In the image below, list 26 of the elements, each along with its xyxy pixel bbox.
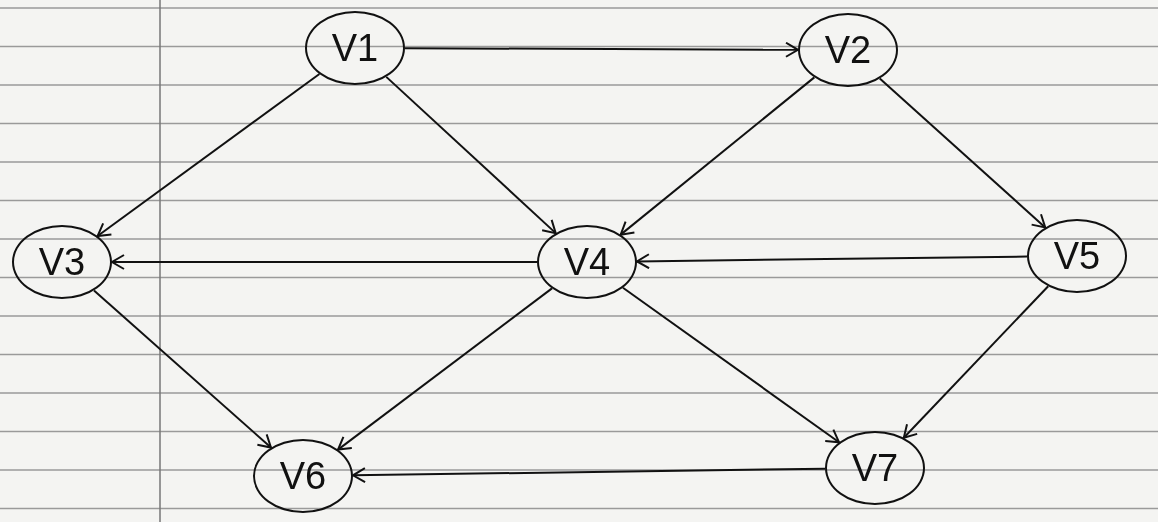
vertex-circle xyxy=(305,11,405,85)
arrow xyxy=(385,75,557,235)
vertex-label: V7 xyxy=(851,449,899,487)
vertex-label: V4 xyxy=(563,243,611,281)
arrow xyxy=(878,77,1047,229)
vertex-label: V2 xyxy=(824,31,872,69)
vertex-circle xyxy=(825,431,925,505)
vertex-label: V5 xyxy=(1053,237,1101,275)
vertex-circle xyxy=(1027,219,1127,293)
arrow xyxy=(111,254,538,270)
arrow xyxy=(96,73,321,237)
arrow xyxy=(93,289,272,449)
arrow xyxy=(404,41,799,58)
vertex-label: V1 xyxy=(331,29,379,67)
vertex-circle xyxy=(253,439,353,513)
vertex-circle xyxy=(12,225,112,299)
arrow xyxy=(619,76,816,236)
arrow xyxy=(636,253,1028,270)
arrow xyxy=(337,287,553,451)
vertex-circle xyxy=(537,225,637,299)
arrow xyxy=(621,286,841,444)
arrow xyxy=(352,467,826,484)
arrow xyxy=(902,285,1050,439)
vertex-label: V6 xyxy=(279,457,327,495)
vertex-label: V3 xyxy=(38,243,86,281)
vertex-circle xyxy=(798,13,898,87)
